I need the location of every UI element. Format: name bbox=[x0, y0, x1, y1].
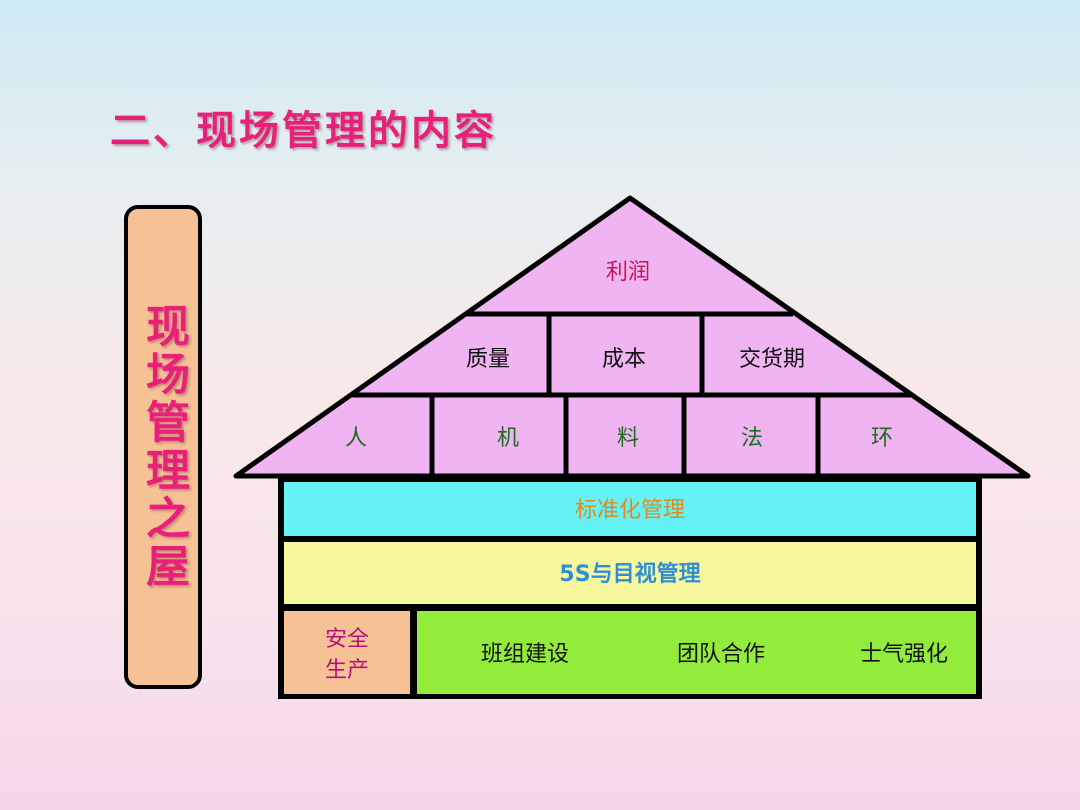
five-s-text: 5S与目视管理 bbox=[559, 561, 700, 587]
foundation-teamwork: 团队合作 bbox=[677, 642, 765, 667]
roof-row2-quality: 质量 bbox=[466, 347, 510, 372]
roof-row3-man: 人 bbox=[345, 426, 367, 451]
roof-row3-environment: 环 bbox=[871, 426, 893, 451]
roof-row2-delivery: 交货期 bbox=[739, 347, 805, 372]
roof-row3-method: 法 bbox=[741, 426, 763, 451]
foundation-band bbox=[417, 611, 976, 694]
side-label-box: 现场管理之屋 bbox=[124, 205, 202, 689]
standardization-band bbox=[284, 482, 976, 536]
foundation-morale: 士气强化 bbox=[860, 642, 948, 667]
roof-row3-machine: 机 bbox=[497, 426, 519, 451]
safety-text-line2: 生产 bbox=[325, 658, 369, 683]
safety-text-line1: 安全 bbox=[325, 627, 369, 652]
page-title: 二、现场管理的内容 bbox=[110, 108, 497, 154]
safety-box bbox=[284, 611, 410, 694]
roof-top-text: 利润 bbox=[606, 260, 650, 285]
foundation-team-building: 班组建设 bbox=[481, 642, 569, 667]
side-label-text: 现场管理之屋 bbox=[138, 303, 189, 591]
standardization-text: 标准化管理 bbox=[575, 498, 685, 523]
five-s-band bbox=[284, 542, 976, 604]
roof-row3-material: 料 bbox=[617, 426, 639, 451]
roof-row2-cost: 成本 bbox=[602, 347, 646, 372]
